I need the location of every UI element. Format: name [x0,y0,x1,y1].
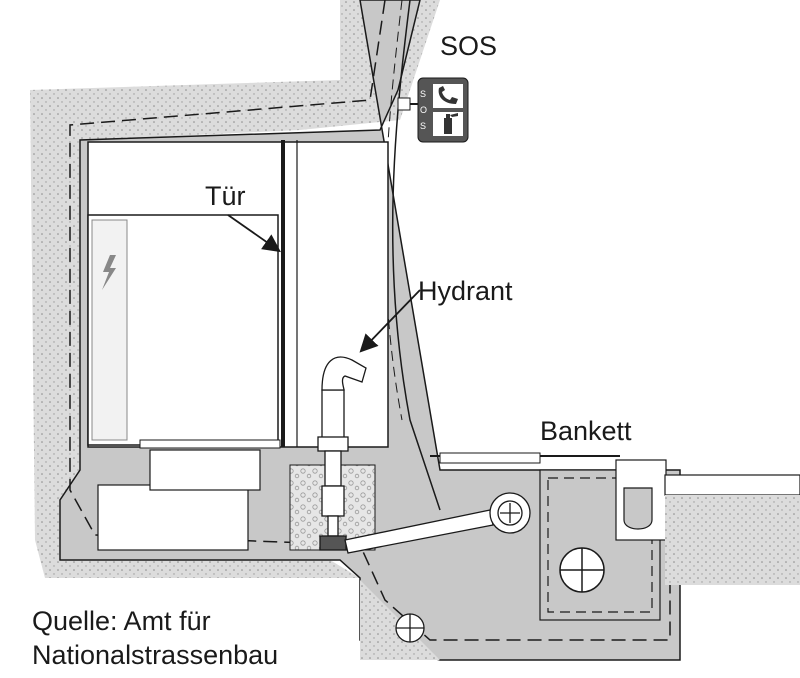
bench-cover [439,452,541,464]
floor-plinth [139,439,281,449]
cabinet-panel [91,219,128,441]
supply-pipe [344,509,494,554]
road-surface [664,474,800,496]
floor-block-mid [149,449,261,491]
sign-bracket [397,97,411,111]
sos-sign: S O S [397,77,469,143]
electric-bolt-icon [102,255,116,290]
drain-pipe [559,547,605,593]
label-hydrant: Hydrant [418,276,513,306]
label-sos: SOS [440,31,497,61]
pipe-valve [489,492,531,534]
hydrant-arrow [359,289,421,353]
hydrant [317,356,367,551]
drain-chamber-dash [547,477,653,613]
channel-drain [623,487,653,530]
road-subbase [665,495,800,585]
label-bench: Bankett [540,416,632,446]
sos-letter-3: S [420,121,426,131]
phone-icon [438,86,458,104]
fire-extinguisher-icon [444,113,458,134]
tunnel-wall-curve [391,0,441,511]
drain-pipe-lower [395,613,425,643]
sos-letter-2: O [420,105,427,115]
sos-letter-1: S [420,89,426,99]
source-line-2: Nationalstrassenbau [32,640,279,670]
source-line-1: Quelle: Amt für [32,606,211,636]
label-door: Tür [205,181,246,211]
floor-block-left [97,484,249,551]
door-arrow [227,214,281,253]
